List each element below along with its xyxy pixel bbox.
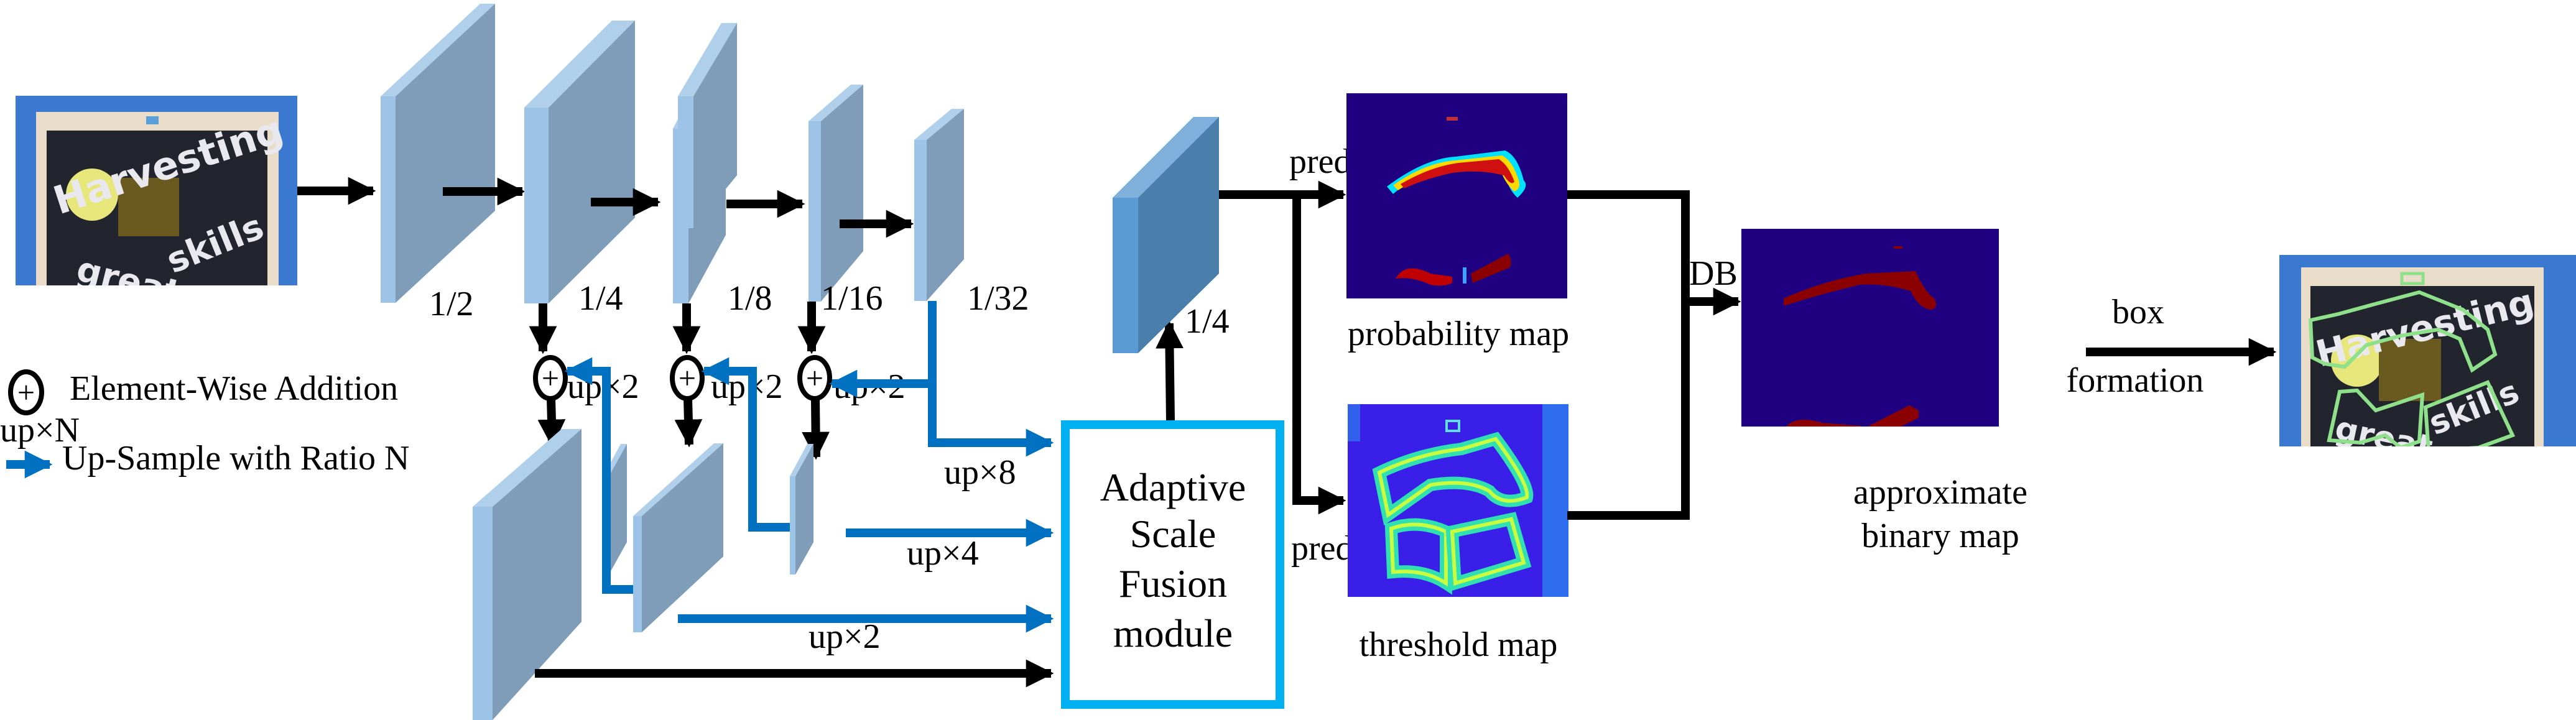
arrow-add2-to-dec2 xyxy=(674,398,703,448)
backbone-stage-1 xyxy=(381,4,495,303)
input-image: Harvesting great skills xyxy=(16,96,297,285)
legend-addition-icon xyxy=(8,369,44,415)
legend-addition-symbol: + xyxy=(17,375,35,410)
asf-line-2: Scale xyxy=(1130,512,1216,556)
pred-label-top: pred xyxy=(1289,142,1351,181)
binary-map-label-line1: approximate xyxy=(1853,473,2027,512)
stage-5-scale-label: 1/32 xyxy=(967,279,1029,318)
decoder-map-3-main xyxy=(790,444,813,575)
output-image: Harvesting great skills xyxy=(2279,255,2576,446)
asf-line-4: module xyxy=(1113,611,1233,655)
legend-upsample-label: Up-Sample with Ratio N xyxy=(62,439,409,478)
backbone-stage-5 xyxy=(914,109,964,301)
backbone-stage-3-body xyxy=(678,23,737,228)
probability-map-label: probability map xyxy=(1348,315,1569,353)
detection-box-harvesting xyxy=(2308,290,2498,373)
legend: + Element-Wise Addition up×N Up-Sample w… xyxy=(0,369,409,479)
arrow-add1-to-dec1 xyxy=(537,398,566,448)
box-formation-label-line1: box xyxy=(2112,293,2164,331)
binary-map-label-line2: binary map xyxy=(1861,517,2019,555)
line-threshold-to-db xyxy=(1567,300,1690,520)
detection-box-skills xyxy=(2423,380,2516,446)
legend-addition-label: Element-Wise Addition xyxy=(70,369,398,408)
blue-upsample-stage5-to-asf xyxy=(928,379,1054,457)
backbone-stage-2 xyxy=(524,21,635,303)
binary-map-image xyxy=(1741,229,1999,427)
add-symbol-3: + xyxy=(806,361,823,395)
arrow-pred-threshold xyxy=(1292,195,1346,515)
add-node-1: + xyxy=(533,355,568,401)
arrow-asf-to-feature xyxy=(1156,320,1184,421)
stage-1-scale-label: 1/2 xyxy=(429,285,474,323)
threshold-map-label: threshold map xyxy=(1360,625,1558,664)
asf-line-1: Adaptive xyxy=(1100,465,1246,509)
add-node-2: + xyxy=(670,355,705,401)
add-node-3: + xyxy=(797,355,832,401)
asf-line-3: Fusion xyxy=(1119,561,1227,606)
fusion-input-label-up2: up×2 xyxy=(808,617,881,656)
blue-upsample-dec2-to-add1 xyxy=(564,357,633,594)
asf-module-border xyxy=(1061,420,1284,709)
db-label: DB xyxy=(1689,254,1738,293)
stage-2-scale-label: 1/4 xyxy=(578,279,623,318)
decoder-map-2 xyxy=(633,443,723,632)
threshold-map-image xyxy=(1348,404,1568,597)
pred-label-bottom: pred xyxy=(1291,529,1353,568)
probability-map-image xyxy=(1346,93,1567,298)
detection-box-great xyxy=(2327,388,2425,446)
backbone-stage-4 xyxy=(808,85,863,302)
asf-module: Adaptive Scale Fusion module xyxy=(1061,420,1284,709)
fusion-input-label-up8: up×8 xyxy=(944,453,1016,492)
decoder-map-1 xyxy=(473,429,581,720)
add-symbol-2: + xyxy=(679,361,696,395)
stage-4-scale-label: 1/16 xyxy=(821,279,883,318)
stage-3-scale-label: 1/8 xyxy=(728,279,772,318)
box-formation-label-line2: formation xyxy=(2067,361,2204,400)
arrow-add3-to-dec3 xyxy=(802,398,830,460)
fusion-input-label-up4: up×4 xyxy=(907,534,979,573)
line-probability-to-db xyxy=(1567,190,1690,300)
blue-upsample-dec3-to-add2 xyxy=(701,357,790,532)
fused-feature-map xyxy=(1113,117,1219,353)
add-symbol-1: + xyxy=(542,361,559,395)
legend-upsample-symbol: up×N xyxy=(0,411,80,450)
feature-map-scale-label: 1/4 xyxy=(1185,302,1230,341)
